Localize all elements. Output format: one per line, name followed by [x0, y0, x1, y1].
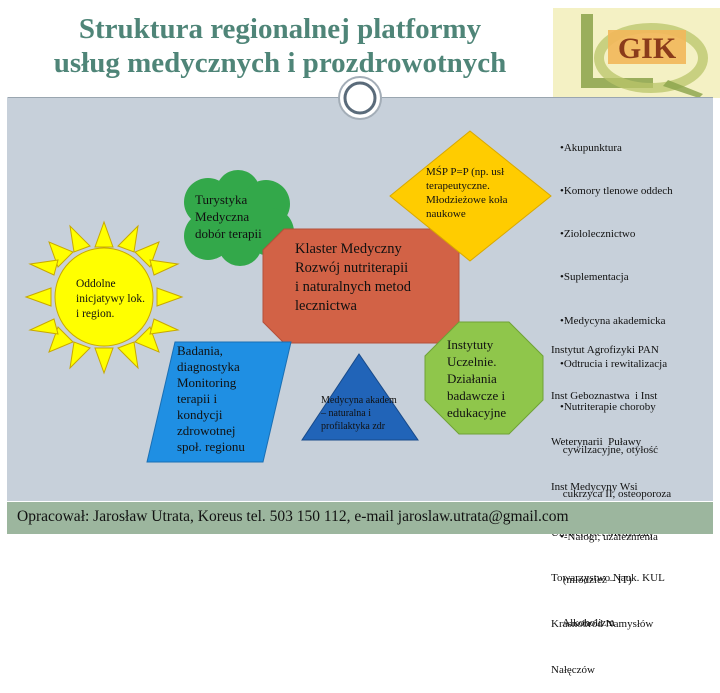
octagon-shape [424, 321, 544, 435]
ornament-circle-icon [338, 76, 382, 120]
center-label-line: i naturalnych metod [295, 279, 411, 295]
diamond-label-line: MŚP P=P (np. usł [426, 166, 505, 178]
institutes-list-item: Towarzystwo Nauk. KUL [551, 572, 665, 585]
institutes-list-item: Inst Medycyny Wsi [551, 481, 638, 494]
therapy-list-item: •Suplementacja [560, 271, 629, 284]
diamond-label-line: naukowe [426, 208, 466, 220]
octagon-label-line: Działania [447, 371, 497, 386]
parallelogram-label-line: zdrowotnej [177, 423, 236, 438]
sun-label-line: i region. [76, 308, 115, 320]
parallelogram-label: Badania, diagnostyka Monitoring terapii … [177, 343, 245, 455]
parallelogram-label-line: terapii i [177, 391, 218, 406]
footer-bar [7, 502, 713, 534]
institutes-list-item: Krasnobród Namysłów [551, 618, 654, 631]
triangle-label-line: Medycyna akadem [321, 395, 397, 406]
institutes-list-item: Inst Geboznastwa i Inst [551, 390, 658, 403]
triangle-shape [301, 353, 419, 441]
octagon-label-line: edukacyjne [447, 405, 507, 420]
sun-shape [24, 220, 184, 375]
diamond-shape [389, 130, 552, 262]
octagon-label: Instytuty Uczelnie. Działania badawcze i… [447, 336, 506, 421]
institutes-list-item: Nałęczów [551, 663, 595, 676]
therapy-list-item: •Nutriterapie choroby [560, 401, 656, 414]
cloud-label-line: Turystyka [195, 192, 248, 207]
cloud-label-line: Medyczna [195, 209, 250, 224]
title-line-1: Struktura regionalnej platformy [78, 13, 482, 45]
cloud-label: Turystyka Medyczna dobór terapii [195, 191, 262, 242]
therapy-list-item: cywilzacyjne, otyłość [560, 444, 659, 457]
parallelogram-shape [146, 341, 292, 463]
triangle-label-line: profilaktyka zdr [321, 421, 386, 432]
institutes-list-item: Weterynarii Puławy [551, 435, 642, 448]
therapy-list-item: •Medycyna akademicka [560, 314, 666, 327]
diamond-label-line: terapeutyczne. [426, 180, 490, 192]
center-label: Klaster Medyczny Rozwój nutriterapii i n… [295, 240, 411, 316]
therapy-list-item: •Ziololecznictwo [560, 228, 636, 241]
triangle-label: Medycyna akadem – naturalna i profilakty… [321, 394, 397, 433]
octagon-label-line: badawcze i [447, 388, 506, 403]
therapy-list-item: •Komory tlenowe oddech [560, 185, 673, 198]
logo-graphic: GIK [553, 8, 720, 98]
diamond-label: MŚP P=P (np. usł terapeutyczne. Młodzież… [426, 165, 508, 221]
parallelogram-label-line: społ. regionu [177, 439, 245, 454]
footer-text: Opracował: Jarosław Utrata, Koreus tel. … [17, 508, 569, 525]
center-label-line: Klaster Medyczny [295, 241, 402, 257]
therapy-list-item: •Odtrucia i rewitalizacja [560, 357, 668, 370]
cloud-label-line: dobór terapii [195, 226, 262, 241]
center-label-line: Rozwój nutriterapii [295, 260, 409, 276]
page-title: Struktura regionalnej platformy usług me… [0, 12, 560, 80]
logo-text: GIK [618, 32, 677, 65]
sun-label-line: inicjatywy lok. [76, 293, 145, 305]
sun-label-line: Oddolne [76, 278, 116, 290]
parallelogram-label-line: diagnostyka [177, 359, 240, 374]
parallelogram-label-line: Monitoring [177, 375, 237, 390]
therapy-list-item: cukrzyca II, osteoporoza [560, 487, 672, 500]
center-label-line: lecznictwa [295, 298, 357, 314]
diamond-label-line: Młodzieżowe koła [426, 194, 508, 206]
institutes-list-item: Instytut Agrofizyki PAN [551, 344, 659, 357]
octagon-label-line: Uczelnie. [447, 354, 497, 369]
triangle-label-line: – naturalna i [321, 408, 371, 419]
logo: GIK [553, 8, 720, 98]
title-line-2: usług medycznych i prozdrowotnych [53, 47, 507, 79]
therapy-list-item: •Akupunktura [560, 141, 622, 154]
octagon-label-line: Instytuty [447, 337, 494, 352]
parallelogram-label-line: kondycji [177, 407, 223, 422]
parallelogram-label-line: Badania, [177, 343, 223, 358]
sun-label: Oddolne inicjatywy lok. i region. [76, 277, 145, 322]
